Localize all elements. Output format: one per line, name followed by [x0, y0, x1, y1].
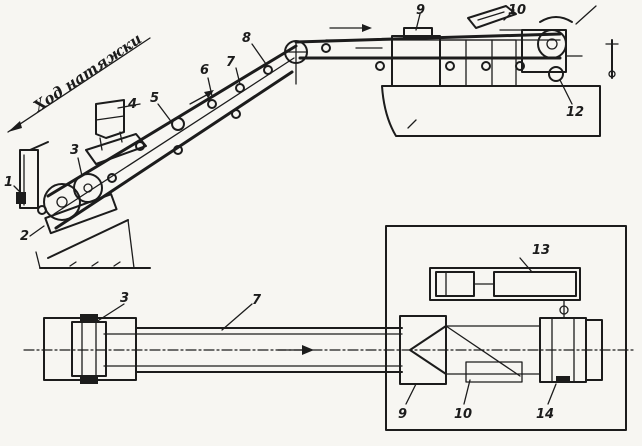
tension-frame	[16, 141, 49, 209]
top-direction-arrows	[329, 24, 383, 49]
right-foundation	[381, 85, 601, 137]
label-4: 4	[127, 97, 137, 112]
plan-enclosure	[385, 225, 627, 431]
drive-motor	[429, 257, 581, 301]
label-2: 2	[20, 229, 29, 244]
label-8: 8	[242, 31, 251, 46]
plan-belt	[103, 327, 403, 373]
label-12: 12	[566, 105, 584, 120]
label-10-top: 10	[508, 3, 526, 18]
side-elevation: Ход натяжки	[4, 3, 619, 269]
horizontal-belt	[294, 32, 562, 71]
plan-tail-block	[43, 314, 137, 384]
leader-lines-top	[13, 9, 573, 237]
label-9-top: 9	[416, 3, 425, 18]
leader-lines-plan	[95, 303, 557, 405]
left-foundation	[35, 219, 151, 269]
plan-view: 3 7 9 10 13 14	[23, 225, 637, 431]
label-6: 6	[200, 63, 209, 78]
tension-travel-indicator: Ход натяжки	[7, 30, 151, 133]
label-7-top: 7	[226, 55, 236, 70]
hopper	[85, 99, 147, 165]
label-13: 13	[532, 243, 550, 258]
head-drum	[521, 5, 597, 82]
right-stand	[605, 39, 619, 79]
incline-idlers	[37, 65, 273, 215]
label-3-plan: 3	[120, 291, 129, 306]
label-3-top: 3	[70, 143, 79, 158]
label-5: 5	[150, 91, 159, 106]
label-9-plan: 9	[398, 407, 407, 422]
plan-head-drum	[539, 299, 603, 383]
label-1: 1	[4, 175, 13, 190]
label-14: 14	[536, 407, 554, 422]
tail-drum	[43, 173, 118, 235]
bend-drum	[284, 40, 308, 85]
plan-tripper	[399, 315, 541, 385]
discharge-chute	[467, 5, 525, 31]
label-7-plan: 7	[252, 293, 262, 308]
label-10-plan: 10	[454, 407, 472, 422]
